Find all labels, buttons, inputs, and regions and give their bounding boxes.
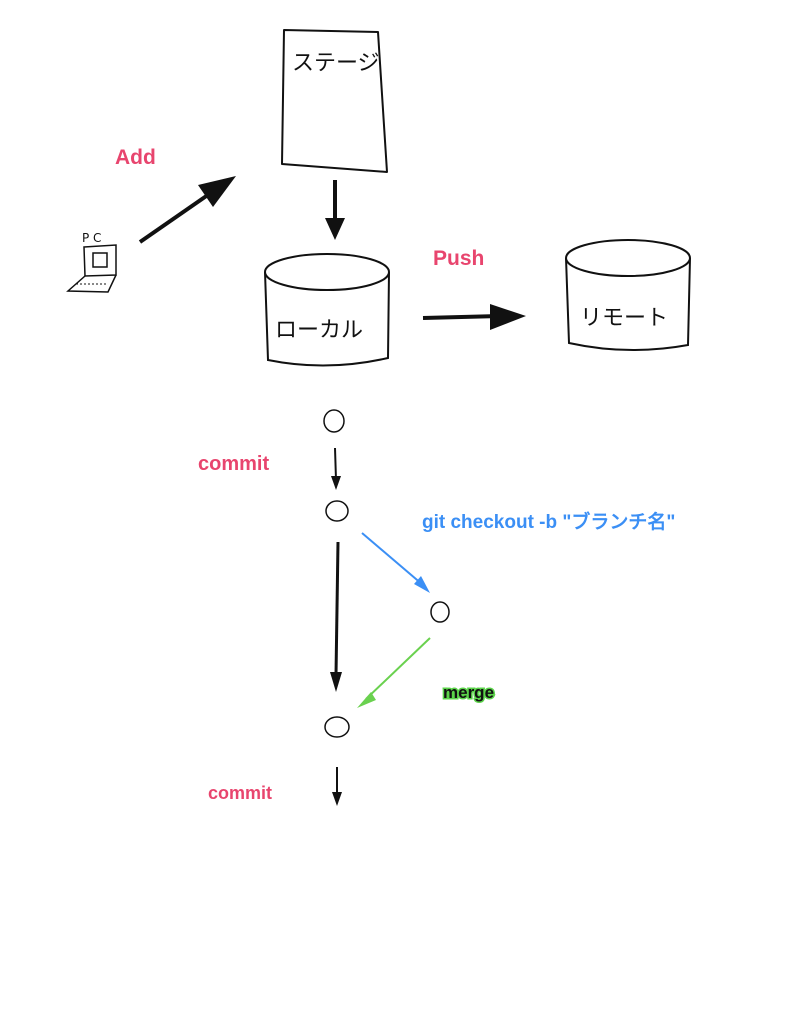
- local-label: ローカル: [275, 318, 363, 343]
- local-repository-node: ローカル: [264, 253, 390, 367]
- checkout-label: git checkout -b "ブランチ名": [422, 510, 675, 533]
- add-label: Add: [115, 146, 156, 169]
- push-label: Push: [433, 247, 484, 270]
- merge-label: merge: [443, 683, 494, 702]
- remote-repository-node: リモート: [565, 239, 691, 352]
- commit-node-1: [323, 409, 345, 433]
- stage-label: ステージ: [292, 51, 380, 76]
- commit-node-3: [324, 716, 350, 738]
- arrow-commit-2: [332, 767, 342, 806]
- arrow-add: [138, 176, 236, 244]
- commit-node-2: [325, 500, 349, 522]
- remote-label: リモート: [580, 306, 668, 331]
- pc-node: P C: [66, 231, 117, 293]
- merge-label-group: merge: [442, 682, 496, 704]
- arrow-stage-to-local: [325, 180, 345, 240]
- stage-node: ステージ: [281, 29, 388, 173]
- arrow-push: [422, 304, 526, 330]
- commit-label-2: commit: [208, 783, 272, 803]
- arrow-commit-1: [331, 447, 341, 490]
- arrow-branch-checkout: [361, 532, 430, 593]
- pc-label: P C: [82, 231, 101, 245]
- arrow-main-line: [330, 541, 342, 692]
- arrow-merge: [357, 637, 431, 708]
- branch-commit-node: [430, 601, 450, 623]
- commit-label-1: commit: [198, 453, 269, 475]
